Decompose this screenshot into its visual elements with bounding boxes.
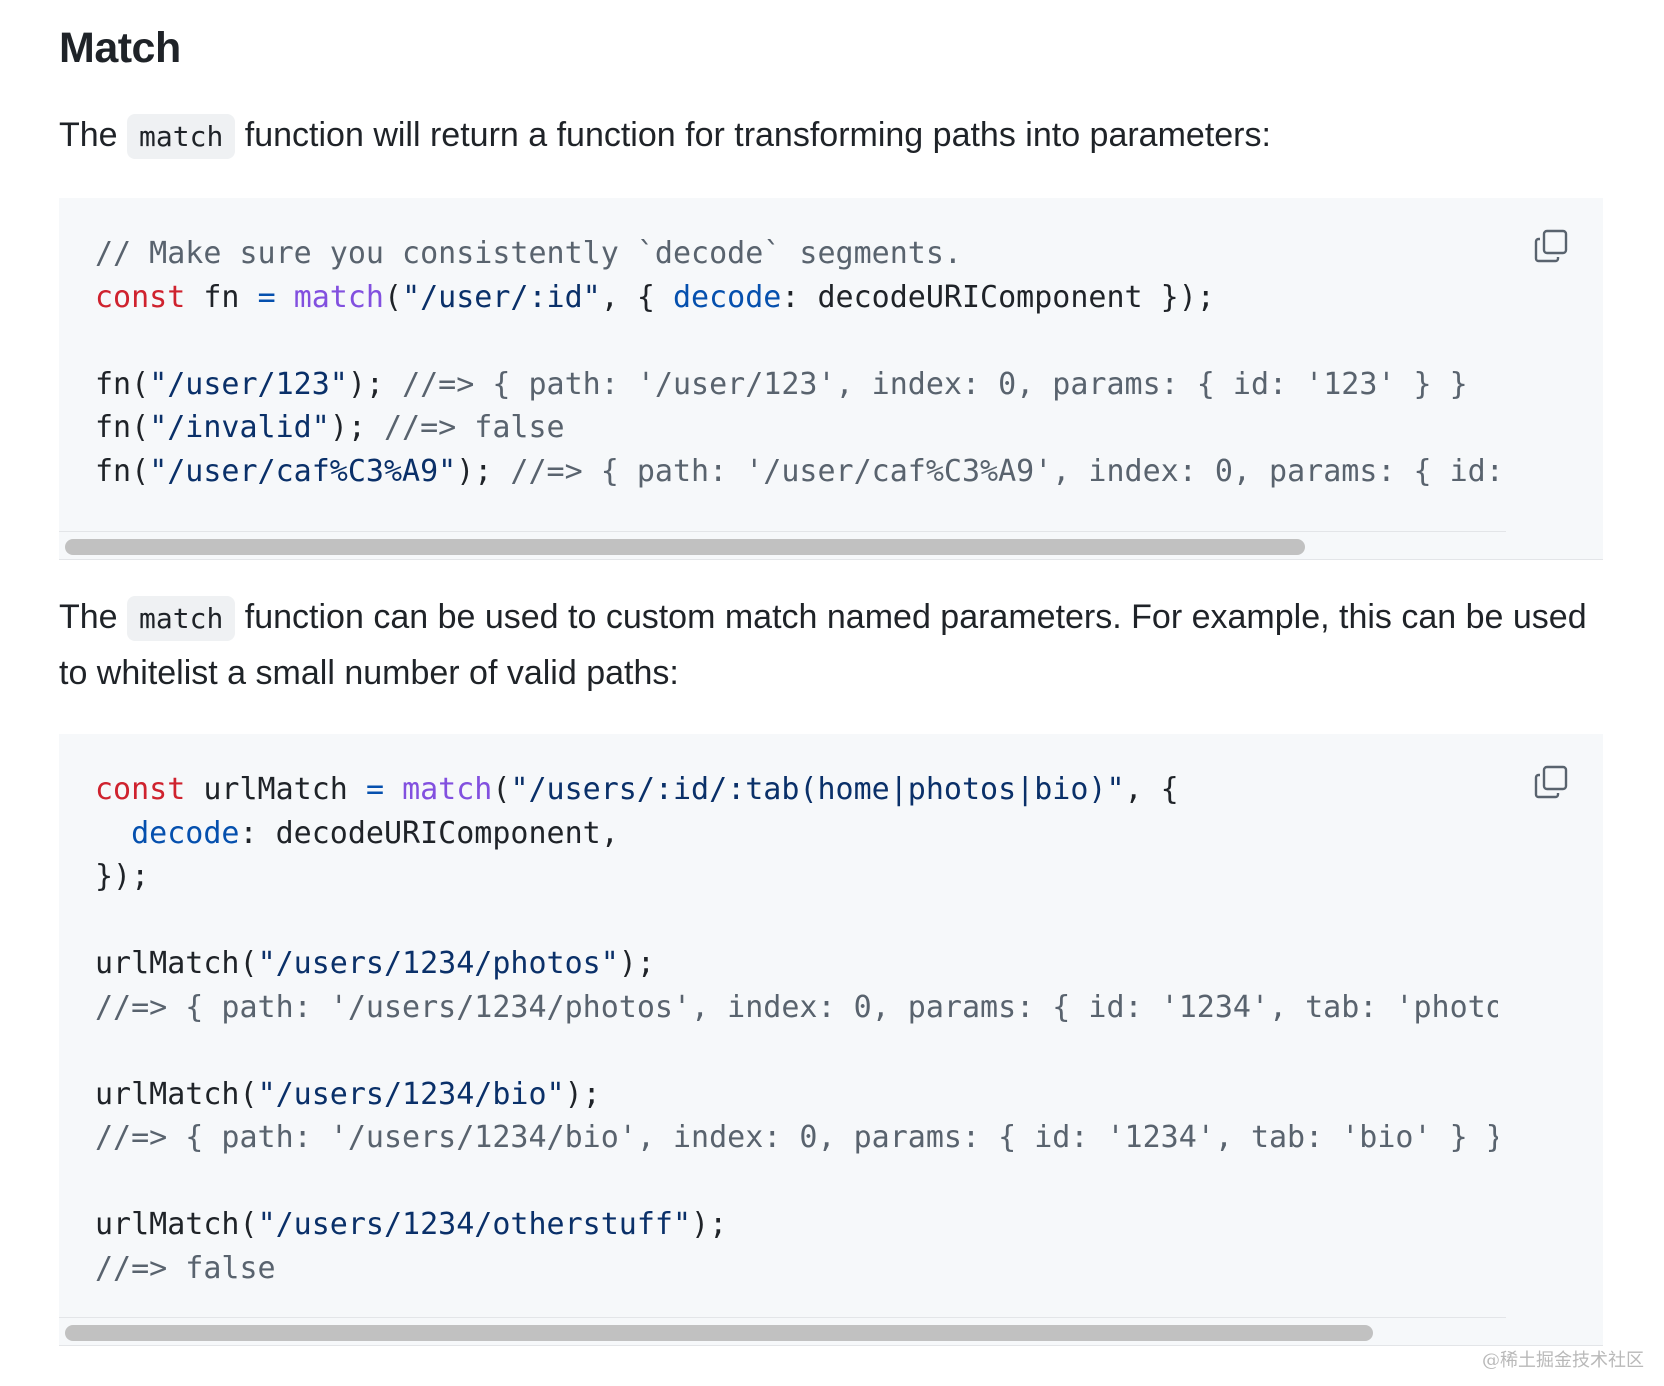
- code-token: : decodeURIComponent,: [239, 815, 619, 851]
- code-line: });: [95, 855, 1498, 899]
- code-token: );: [691, 1207, 728, 1242]
- horizontal-scrollbar[interactable]: [59, 531, 1506, 560]
- code-line: decode: decodeURIComponent,: [95, 812, 1498, 856]
- code-token: );: [329, 410, 384, 445]
- code-token: const: [95, 279, 186, 315]
- paragraph-match-custom: The match function can be used to custom…: [59, 590, 1603, 700]
- code-line: urlMatch("/users/1234/bio");: [95, 1073, 1498, 1117]
- code-block-2: const urlMatch = match("/users/:id/:tab(…: [59, 734, 1603, 1346]
- code-token: "/users/:id/:tab(home|photos|bio)": [510, 772, 1125, 807]
- code-token: decode: [131, 815, 240, 851]
- code-block-1: // Make sure you consistently `decode` s…: [59, 198, 1603, 560]
- watermark: @稀土掘金技术社区: [1482, 1350, 1644, 1371]
- code-line: fn("/invalid"); //=> false: [95, 406, 1498, 450]
- inline-code-match: match: [127, 596, 236, 641]
- code-token: );: [456, 453, 511, 489]
- code-line: const fn = match("/user/:id", { decode: …: [95, 276, 1498, 320]
- code-line: // Make sure you consistently `decode` s…: [95, 232, 1498, 276]
- code-token: [384, 772, 402, 807]
- code-token: "/user/:id": [402, 279, 601, 315]
- code-line: //=> { path: '/users/1234/photos', index…: [95, 986, 1498, 1030]
- code-token: //=> { path: '/user/123', index: 0, para…: [402, 366, 1468, 402]
- code-token: );: [618, 946, 655, 981]
- divider: [59, 559, 1603, 560]
- code-content: // Make sure you consistently `decode` s…: [95, 232, 1498, 493]
- code-token: //=> false: [384, 410, 565, 445]
- code-line: [95, 899, 1498, 943]
- code-token: "/user/123": [149, 366, 348, 402]
- scrollbar-thumb[interactable]: [65, 1325, 1373, 1341]
- paragraph-text: The: [59, 598, 128, 636]
- code-token: match: [402, 772, 493, 807]
- copy-button[interactable]: [1533, 228, 1569, 264]
- code-token: =: [257, 279, 276, 315]
- copy-icon: [1534, 765, 1568, 799]
- code-token: const: [95, 772, 186, 807]
- paragraph-match-intro: The match function will return a functio…: [59, 108, 1603, 164]
- code-token: fn(: [95, 453, 150, 489]
- code-token: "/user/caf%C3%A9": [149, 453, 457, 489]
- code-token: //=> false: [95, 1250, 276, 1286]
- code-line: fn("/user/123"); //=> { path: '/user/123…: [95, 363, 1498, 407]
- code-token: [95, 816, 131, 851]
- copy-button[interactable]: [1533, 764, 1569, 800]
- code-token: urlMatch(: [95, 946, 258, 981]
- paragraph-text: The: [59, 116, 128, 154]
- code-token: );: [564, 1076, 601, 1112]
- code-token: });: [95, 859, 150, 894]
- code-token: , {: [600, 279, 673, 315]
- code-token: //=> { path: '/users/1234/bio', index: 0…: [95, 1120, 1498, 1155]
- code-token: "/users/1234/otherstuff": [257, 1207, 692, 1242]
- code-token: decode: [673, 279, 782, 315]
- code-line: //=> false: [95, 1247, 1498, 1291]
- code-token: [276, 280, 294, 315]
- code-token: // Make sure you consistently `decode` s…: [95, 236, 962, 271]
- code-line: const urlMatch = match("/users/:id/:tab(…: [95, 768, 1498, 812]
- copy-icon: [1534, 229, 1568, 263]
- code-token: //=> { path: '/users/1234/photos', index…: [95, 989, 1498, 1025]
- code-token: fn: [185, 279, 258, 315]
- code-token: );: [347, 366, 403, 402]
- code-token: "/users/1234/bio": [257, 1076, 565, 1112]
- code-content: const urlMatch = match("/users/:id/:tab(…: [95, 768, 1498, 1290]
- code-token: =: [365, 772, 384, 807]
- code-token: urlMatch(: [95, 1207, 258, 1242]
- code-token: "/users/1234/photos": [257, 946, 619, 981]
- code-token: fn(: [95, 366, 150, 402]
- code-token: (: [384, 279, 403, 315]
- code-token: "/invalid": [149, 410, 330, 445]
- code-token: //=> { path: '/user/caf%C3%A9', index: 0…: [510, 453, 1498, 489]
- horizontal-scrollbar[interactable]: [59, 1317, 1506, 1346]
- scrollbar-thumb[interactable]: [65, 539, 1305, 555]
- code-token: : decodeURIComponent });: [781, 279, 1215, 315]
- code-line: urlMatch("/users/1234/photos");: [95, 942, 1498, 986]
- code-token: (: [492, 772, 511, 807]
- code-line: fn("/user/caf%C3%A9"); //=> { path: '/us…: [95, 450, 1498, 494]
- paragraph-text: function will return a function for tran…: [235, 116, 1271, 154]
- divider: [59, 1345, 1603, 1346]
- code-line: urlMatch("/users/1234/otherstuff");: [95, 1203, 1498, 1247]
- paragraph-text: function can be used to custom match nam…: [59, 598, 1587, 692]
- code-token: urlMatch(: [95, 1076, 258, 1112]
- section-heading: Match: [59, 24, 181, 72]
- code-token: match: [293, 279, 384, 315]
- code-line: [95, 1029, 1498, 1073]
- code-token: , {: [1124, 772, 1179, 807]
- inline-code-match: match: [127, 114, 236, 159]
- code-token: fn(: [95, 410, 150, 445]
- code-line: //=> { path: '/users/1234/bio', index: 0…: [95, 1116, 1498, 1160]
- code-token: urlMatch: [185, 772, 366, 807]
- code-line: [95, 319, 1498, 363]
- code-line: [95, 1160, 1498, 1204]
- markdown-body: Match The match function will return a f…: [59, 0, 1603, 1346]
